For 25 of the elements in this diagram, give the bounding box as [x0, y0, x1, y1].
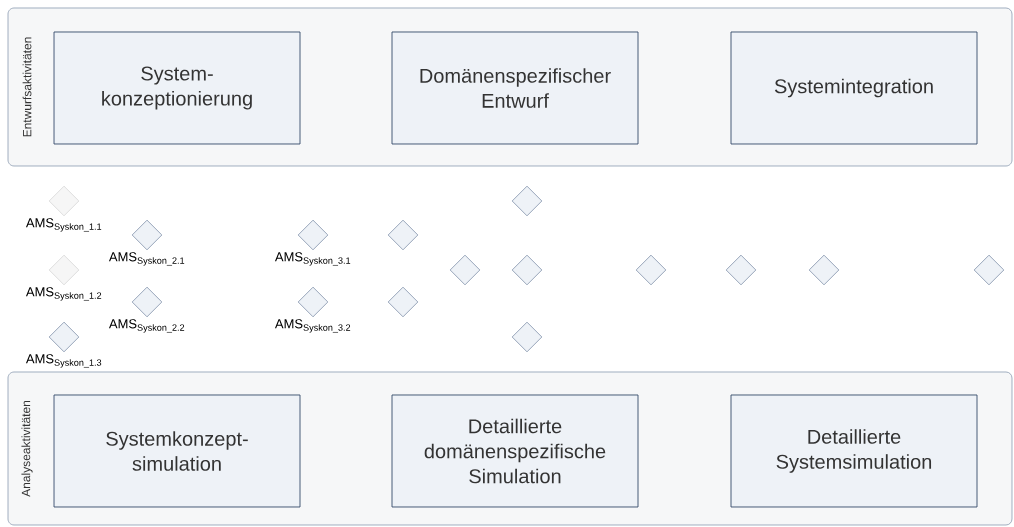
band-heading: Entwurfsaktivitäten [22, 37, 32, 137]
diamond [635, 254, 667, 286]
diamond-label: AMS$_{Syskon_1.2}$ [25, 287, 102, 301]
activity-box: System- konzeptionierung [53, 31, 301, 145]
diamond [511, 254, 543, 286]
diamond [511, 185, 543, 217]
diamond [449, 254, 481, 286]
diamond-label: AMS$_{Syskon_1.1}$ [25, 218, 102, 232]
activity-box: Domänenspezifischer Entwurf [391, 31, 639, 145]
diamond [511, 321, 543, 353]
activity-box: Detaillierte domänenspezifische Simulation [391, 394, 639, 508]
diamond [387, 219, 419, 251]
activity-box: Systemkonzept- simulation [53, 394, 301, 508]
diamond-label: AMS$_{Syskon_1.3}$ [25, 354, 102, 368]
band-heading: Analyseaktivitäten [21, 400, 33, 497]
activity-box: Detaillierte Systemsimulation [730, 394, 978, 508]
activity-box: Systemintegration [730, 31, 978, 145]
diamond-label: AMS$_{Syskon_3.1}$ [274, 252, 351, 266]
diamond [725, 254, 757, 286]
diamond [808, 254, 840, 286]
diamond-label: AMS$_{Syskon_3.2}$ [274, 319, 351, 333]
diamond-label: AMS$_{Syskon_2.2}$ [108, 319, 185, 333]
diamond [387, 286, 419, 318]
diamond-label: AMS$_{Syskon_2.1}$ [108, 252, 185, 266]
diamond [973, 254, 1005, 286]
